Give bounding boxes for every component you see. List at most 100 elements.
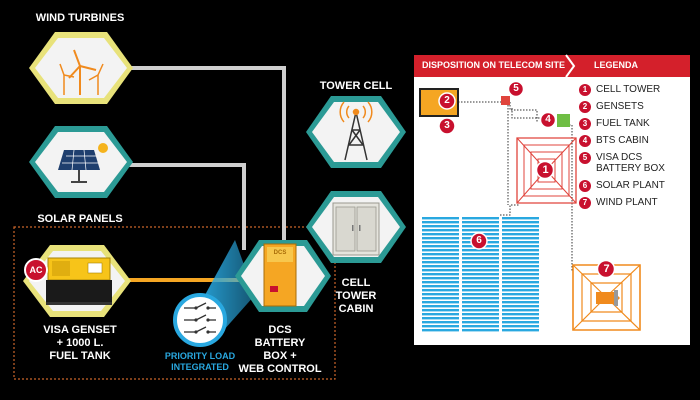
- legend-number: 7: [579, 197, 591, 209]
- legend-number: 1: [579, 84, 591, 96]
- map-solar-plant: [422, 217, 539, 332]
- solar-panel-row: [502, 309, 539, 312]
- solar-panel-row: [502, 281, 539, 284]
- solar-panel-row: [502, 225, 539, 228]
- solar-panel-row: [502, 325, 539, 328]
- solar-panel-row: [462, 249, 499, 252]
- map-bts-cabin: [557, 114, 570, 127]
- wind-turbines-hex: [29, 32, 133, 104]
- dcs-label-line: BATTERY: [254, 337, 306, 349]
- solar-panel-row: [462, 305, 499, 308]
- solar-panel-row: [502, 301, 539, 304]
- solar-panel-row: [502, 329, 539, 332]
- solar-panel-row: [422, 245, 459, 248]
- solar-panel-row: [422, 233, 459, 236]
- solar-panel-row: [502, 265, 539, 268]
- map-badge-3: 3: [444, 120, 450, 131]
- solar-panel-row: [462, 317, 499, 320]
- solar-panel-row: [502, 257, 539, 260]
- panel-title: DISPOSITION ON TELECOM SITE: [422, 60, 566, 70]
- solar-panel-row: [422, 329, 459, 332]
- legend-text: SOLAR PLANT: [596, 180, 665, 191]
- tower-cell-hex: [306, 96, 406, 168]
- legend-item: 7 WIND PLANT: [579, 197, 688, 211]
- genset-label-line: + 1000 L.: [56, 337, 104, 349]
- solar-panel-row: [422, 281, 459, 284]
- solar-panel-row: [462, 293, 499, 296]
- legend-text: WIND PLANT: [596, 197, 658, 208]
- legend-item: 4 BTS CABIN: [579, 135, 688, 149]
- wind-turbines-label: WIND TURBINES: [35, 12, 125, 24]
- enclosure-border: [13, 226, 336, 380]
- solar-panel-row: [422, 253, 459, 256]
- solar-panel-row: [502, 221, 539, 224]
- solar-panel-row: [422, 297, 459, 300]
- solar-panel-row: [422, 261, 459, 264]
- solar-panel-row: [422, 237, 459, 240]
- solar-panel-row: [502, 217, 539, 220]
- solar-panel-row: [462, 325, 499, 328]
- solar-panel-row: [422, 221, 459, 224]
- solar-panel-row: [462, 301, 499, 304]
- solar-panel-row: [502, 273, 539, 276]
- solar-panel-row: [502, 249, 539, 252]
- genset-label-line: VISA GENSET: [43, 324, 117, 336]
- solar-panel-row: [462, 321, 499, 324]
- solar-panel-row: [422, 249, 459, 252]
- map-badge-5: 5: [513, 83, 519, 94]
- solar-panel-row: [502, 305, 539, 308]
- solar-panel-row: [502, 253, 539, 256]
- dcs-label-line: DCS: [268, 324, 292, 336]
- legend-number: 2: [579, 101, 591, 113]
- legend-text: GENSETS: [596, 101, 644, 112]
- map-cell-tower: [516, 137, 577, 204]
- solar-panel-row: [462, 225, 499, 228]
- solar-panel-row: [422, 225, 459, 228]
- solar-panel-row: [422, 317, 459, 320]
- cabin-label-line: CABIN: [338, 303, 374, 315]
- solar-panel-row: [502, 321, 539, 324]
- solar-panel-row: [462, 261, 499, 264]
- solar-panel-row: [422, 305, 459, 308]
- dcs-label-line: WEB CONTROL: [238, 363, 322, 375]
- solar-panel-row: [422, 257, 459, 260]
- legend-item: 1 CELL TOWER: [579, 84, 688, 98]
- legend-title: LEGENDA: [594, 60, 639, 70]
- genset-label-line: FUEL TANK: [49, 350, 111, 362]
- dcs-label: DCS BATTERY BOX + WEB CONTROL: [230, 324, 330, 376]
- legend-text: VISA DCS BATTERY BOX: [596, 152, 665, 174]
- legend-text: BTS CABIN: [596, 135, 649, 146]
- solar-panel-row: [502, 293, 539, 296]
- solar-panel-row: [422, 217, 459, 220]
- legend-number: 5: [579, 152, 591, 164]
- solar-panel-row: [502, 277, 539, 280]
- solar-panel-row: [422, 277, 459, 280]
- priority-label-line: PRIORITY LOAD: [164, 351, 236, 361]
- dcs-label-line: BOX +: [263, 350, 297, 362]
- solar-panel-row: [462, 221, 499, 224]
- priority-load-switch: [173, 293, 227, 347]
- genset-label: VISA GENSET + 1000 L. FUEL TANK: [28, 324, 132, 363]
- cell-tower-icon: [339, 101, 373, 161]
- map-badge-4: 4: [545, 114, 551, 125]
- legend-text: CELL TOWER: [596, 84, 661, 95]
- wind-turbine-icon: [59, 49, 104, 95]
- map-badge-1: 1: [542, 164, 549, 176]
- solar-panel-row: [422, 273, 459, 276]
- solar-panel-row: [462, 329, 499, 332]
- solar-panel-row: [422, 293, 459, 296]
- solar-panel-row: [422, 309, 459, 312]
- map-badge-6: 6: [476, 235, 482, 246]
- tower-cell-label: TOWER CELL: [319, 80, 393, 92]
- dcs-box-icon: [263, 243, 297, 307]
- cabin-label-line: TOWER: [335, 290, 377, 302]
- solar-panel-row: [502, 261, 539, 264]
- solar-panel-row: [462, 265, 499, 268]
- dcs-hex: [235, 240, 331, 312]
- solar-panel-row: [502, 317, 539, 320]
- solar-panel-row: [422, 301, 459, 304]
- legend-text: FUEL TANK: [596, 118, 650, 129]
- solar-panel-icon: [58, 143, 108, 183]
- solar-panels-hex: [29, 126, 133, 198]
